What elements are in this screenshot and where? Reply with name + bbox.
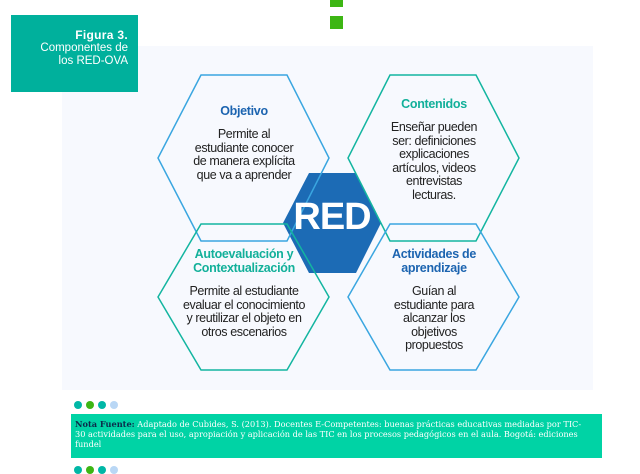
hex-title-objetivo: Objetivo — [220, 104, 268, 118]
note-line1: Adaptado de Cubides, S. (2013). Docentes… — [134, 419, 582, 429]
hexagon-autoevaluacion — [157, 223, 330, 371]
dot-icon — [74, 466, 82, 474]
decor-square-bottom — [330, 16, 343, 29]
dot-icon — [86, 466, 94, 474]
note-label: Nota Fuente: — [75, 419, 135, 429]
hex-body-contenidos: Enseñar pueden ser: definiciones explica… — [390, 120, 478, 202]
dot-icon — [110, 401, 118, 409]
figure-number: Figura 3. — [75, 28, 128, 42]
note-line3: fundel — [75, 439, 102, 449]
hex-content-contenidos: Contenidos Enseñar pueden ser: definicio… — [362, 97, 506, 202]
dot-icon — [98, 401, 106, 409]
dot-icon — [98, 466, 106, 474]
hexagon-actividades — [347, 223, 520, 371]
hex-content-actividades: Actividades de aprendizaje Guían al estu… — [362, 247, 506, 353]
hexagon-objetivo — [157, 74, 330, 242]
source-note: Nota Fuente: Adaptado de Cubides, S. (20… — [71, 414, 602, 458]
hex-title-autoevaluacion: Autoevaluación y Contextualización — [193, 247, 295, 275]
figure-caption-box: Figura 3. Componentes de los RED-OVA — [11, 15, 138, 92]
hex-title-actividades: Actividades de aprendizaje — [391, 247, 477, 275]
hex-body-actividades: Guían al estudiante para alcanzar los ob… — [393, 284, 475, 352]
decor-dots-top — [74, 401, 118, 409]
hex-content-objetivo: Objetivo Permite al estudiante conocer d… — [172, 104, 316, 182]
dot-icon — [74, 401, 82, 409]
figure-title-line1: Componentes de — [40, 42, 128, 54]
dot-icon — [110, 466, 118, 474]
red-hexagon — [283, 173, 381, 273]
hex-body-objetivo: Permite al estudiante conocer de manera … — [193, 127, 295, 182]
hex-title-contenidos: Contenidos — [401, 97, 467, 111]
hex-content-autoevaluacion: Autoevaluación y Contextualización Permi… — [160, 247, 328, 339]
dot-icon — [86, 401, 94, 409]
decor-square-top — [330, 0, 343, 7]
figure-title-line2: los RED-OVA — [58, 55, 128, 67]
hex-body-autoevaluacion: Permite al estudiante evaluar el conocim… — [182, 284, 306, 339]
hexagon-contenidos — [347, 74, 520, 242]
decor-dots-bottom — [74, 466, 118, 474]
center-label: RED — [293, 196, 371, 238]
note-line2: 30 actividades para el uso, apropiación … — [75, 429, 578, 439]
